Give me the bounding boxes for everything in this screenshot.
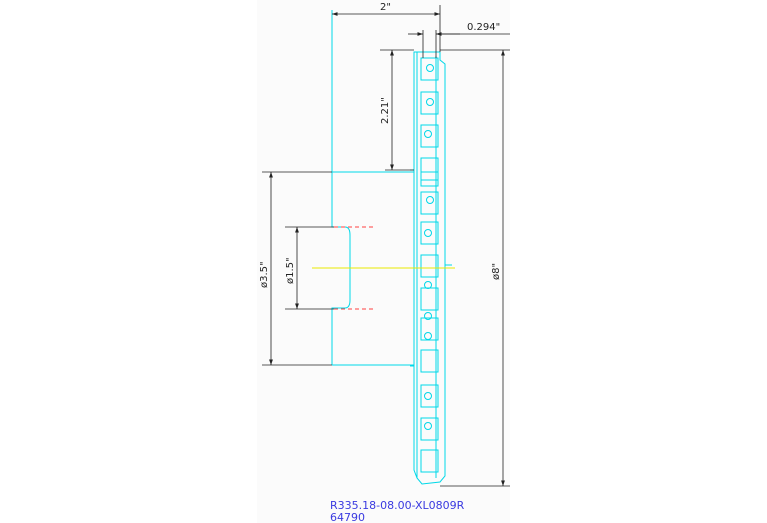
dim-diameter-bore: ø1.5" [285,257,296,284]
hub-outline [331,10,414,366]
part-code: 64790 [330,511,365,523]
dim-width-top: 2" [380,2,391,13]
dim-width-edge: 0.294" [467,22,500,33]
part-number: R335.18-08.00-XL0809R [330,499,465,512]
dimension-lines [262,5,510,487]
insert-pockets [420,57,439,473]
cutter-body [410,51,452,485]
dim-diameter-outer: ø8" [491,263,502,280]
dim-diameter-hub: ø3.5" [259,261,270,288]
screw-holes [424,64,434,430]
drawing-sheet [257,0,510,523]
dim-pitch: 2.21" [380,97,391,124]
